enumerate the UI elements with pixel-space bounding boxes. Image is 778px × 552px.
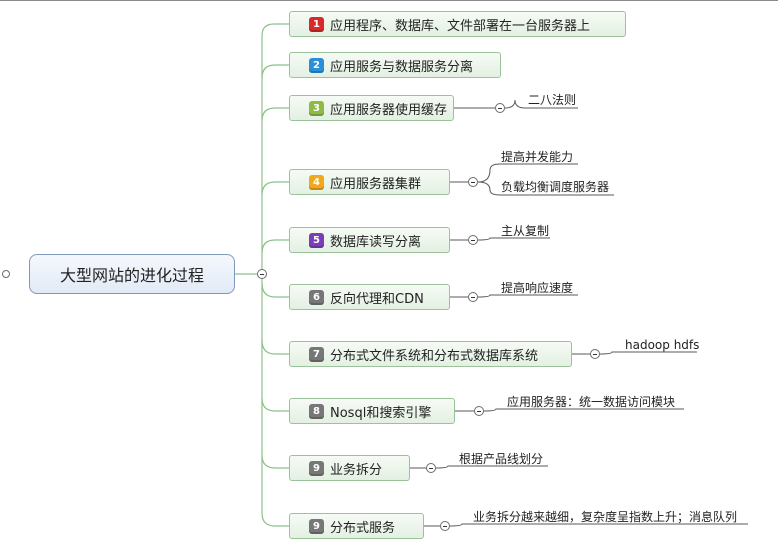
root-collapse-toggle[interactable]	[257, 269, 267, 279]
priority-6-icon: 6	[309, 289, 324, 305]
leaf-4-2[interactable]: 负载均衡调度服务器	[501, 180, 610, 194]
priority-9-icon: 9	[309, 518, 324, 534]
priority-3-icon: 3	[309, 100, 324, 116]
leaf-underline-5-1	[477, 237, 550, 241]
leaf-underline-3-1	[504, 99, 578, 109]
leaf-3-1[interactable]: 二八法则	[528, 93, 577, 107]
leaf-underline-6-1	[477, 294, 578, 298]
branch-node-1[interactable]: 1 应用程序、数据库、文件部署在一台服务器上	[289, 11, 626, 37]
leaf-underline-8-1	[483, 408, 684, 412]
connector-branch-6	[261, 274, 289, 298]
branch-node-4[interactable]: 4 应用服务器集群	[289, 169, 450, 195]
branch-4-collapse-toggle[interactable]	[468, 177, 478, 187]
branch-node-3[interactable]: 3 应用服务器使用缓存	[289, 95, 454, 121]
branch-label-5: 数据库读写分离	[330, 234, 422, 250]
priority-2-icon: 2	[309, 57, 324, 73]
priority-9-icon: 9	[309, 460, 324, 476]
branch-node-9[interactable]: 9 业务拆分	[289, 455, 410, 481]
connector-branch-5	[261, 239, 289, 254]
priority-7-icon: 7	[309, 346, 324, 362]
branch-node-2[interactable]: 2 应用服务与数据服务分离	[289, 52, 501, 78]
branch-node-8[interactable]: 8 Nosql和搜索引擎	[289, 398, 455, 424]
priority-4-icon: 4	[309, 174, 324, 190]
connector-branch-10	[261, 455, 289, 527]
connector-branch-3	[261, 107, 289, 122]
leaf-underline-10-1	[449, 523, 748, 527]
connector-branch-4	[261, 181, 289, 196]
branch-label-8: Nosql和搜索引擎	[330, 405, 432, 421]
leaf-5-1[interactable]: 主从复制	[501, 224, 550, 238]
leaf-9-1[interactable]: 根据产品线划分	[459, 452, 544, 466]
branch-label-4: 应用服务器集群	[330, 176, 422, 192]
leaf-4-1[interactable]: 提高并发能力	[501, 150, 574, 164]
branch-node-5[interactable]: 5 数据库读写分离	[289, 227, 450, 253]
root-label: 大型网站的进化过程	[59, 266, 204, 285]
root-connector-dot[interactable]	[2, 270, 10, 278]
branch-label-7: 分布式文件系统和分布式数据库系统	[330, 348, 539, 364]
branch-label-2: 应用服务与数据服务分离	[330, 59, 474, 75]
branch-10-collapse-toggle[interactable]	[440, 521, 450, 531]
branch-8-collapse-toggle[interactable]	[474, 406, 484, 416]
branch-label-3: 应用服务器使用缓存	[330, 102, 448, 118]
leaf-10-1[interactable]: 业务拆分越来越细，复杂度呈指数上升；消息队列	[473, 510, 738, 524]
branch-label-1: 应用程序、数据库、文件部署在一台服务器上	[330, 18, 591, 34]
connector-branch-2	[261, 64, 289, 79]
window-top-border	[0, 0, 778, 1]
priority-8-icon: 8	[309, 403, 324, 419]
branch-node-10[interactable]: 9 分布式服务	[289, 513, 424, 539]
branch-label-9: 业务拆分	[330, 462, 383, 478]
priority-1-icon: 1	[309, 16, 324, 32]
branch-label-10: 分布式服务	[330, 520, 396, 536]
branch-5-collapse-toggle[interactable]	[468, 235, 478, 245]
branch-6-collapse-toggle[interactable]	[468, 292, 478, 302]
leaf-underline-4-1	[477, 163, 578, 183]
leaf-7-1[interactable]: hadoop hdfs	[625, 338, 700, 352]
leaf-6-1[interactable]: 提高响应速度	[501, 281, 574, 295]
branch-node-6[interactable]: 6 反向代理和CDN	[289, 284, 450, 310]
branch-node-7[interactable]: 7 分布式文件系统和分布式数据库系统	[289, 341, 572, 367]
branch-3-collapse-toggle[interactable]	[495, 103, 505, 113]
leaf-8-1[interactable]: 应用服务器：统一数据访问模块	[507, 395, 676, 409]
priority-5-icon: 5	[309, 232, 324, 248]
root-node[interactable]: 大型网站的进化过程	[29, 254, 235, 294]
leaf-underline-7-1	[599, 351, 697, 355]
leaf-underline-9-1	[435, 465, 548, 469]
branch-7-collapse-toggle[interactable]	[590, 349, 600, 359]
branch-label-6: 反向代理和CDN	[330, 291, 424, 307]
connector-branch-1	[261, 23, 289, 274]
branch-9-collapse-toggle[interactable]	[426, 463, 436, 473]
leaf-underline-4-2	[477, 181, 614, 196]
